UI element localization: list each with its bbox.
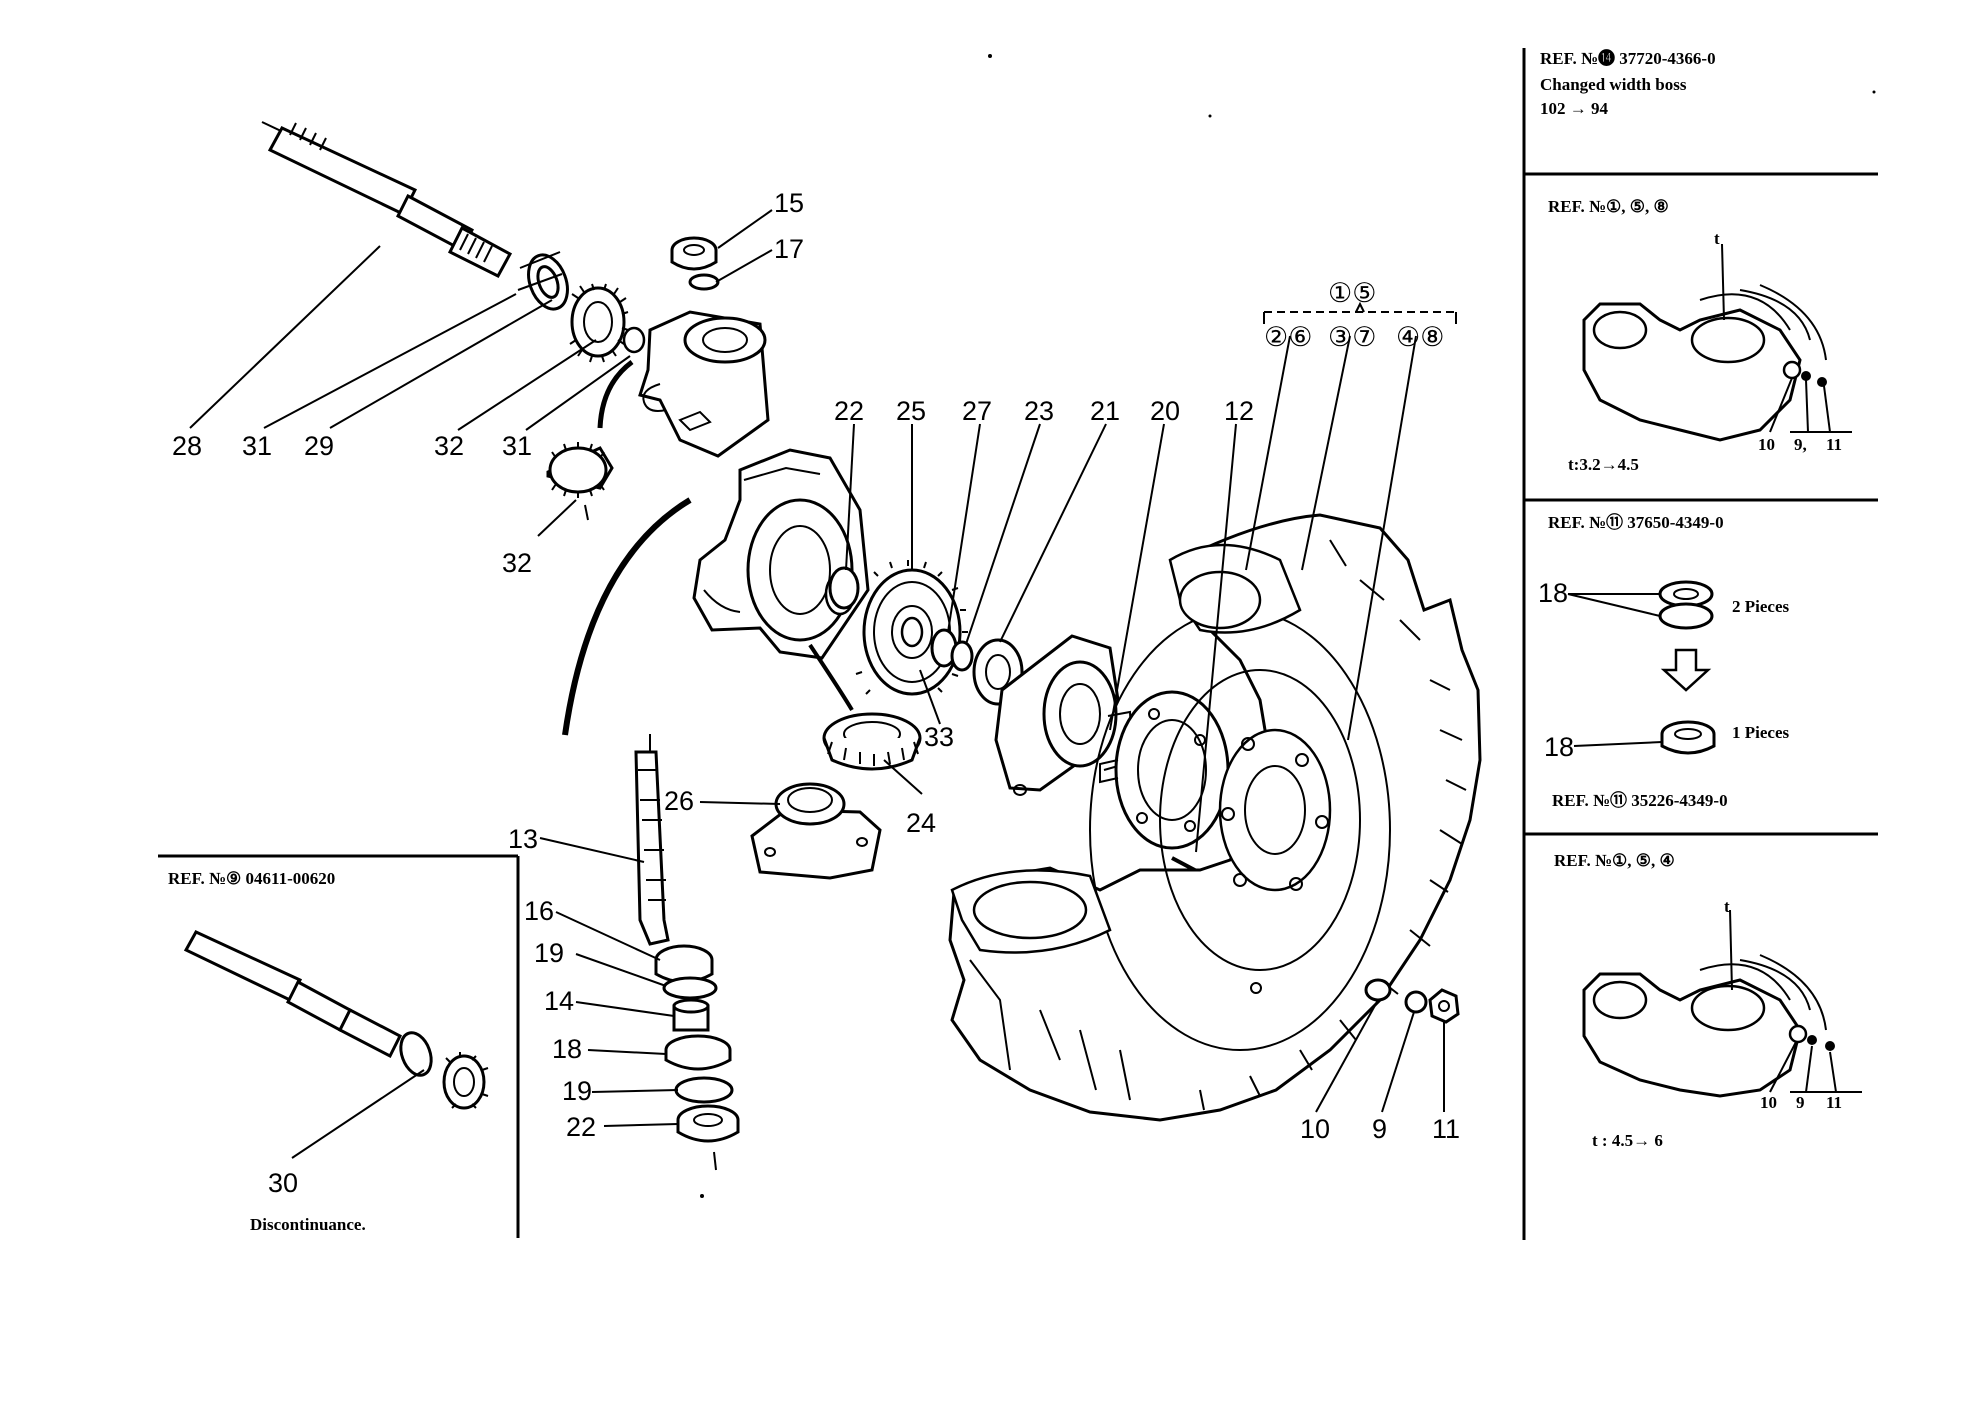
- callout-10: 10: [1300, 1114, 1330, 1144]
- callout-21: 21: [1090, 396, 1120, 426]
- snap-ring-17: [688, 273, 720, 291]
- bearing-22-lower: [676, 1104, 740, 1143]
- panel1-line3: 102 → 94: [1540, 99, 1609, 118]
- callout-14: 14: [544, 986, 574, 1016]
- discontinuance-note: Discontinuance.: [250, 1215, 366, 1234]
- callout-9: 9: [1372, 1114, 1387, 1144]
- panel2-ref: REF. №①, ⑤, ⑧: [1548, 197, 1669, 216]
- panel-thickness-a: REF. №①, ⑤, ⑧ t 10 9, 11 t:3.2→4.5: [1548, 197, 1852, 474]
- callout-28: 28: [172, 431, 202, 461]
- callout-24: 24: [906, 808, 936, 838]
- panel4-ref: REF. №①, ⑤, ④: [1554, 851, 1675, 870]
- callout-13: 13: [508, 824, 538, 854]
- seal-18: [664, 1034, 732, 1071]
- final-case: [692, 448, 870, 660]
- washer-9: [1404, 990, 1428, 1014]
- callout-32: 32: [434, 431, 464, 461]
- down-arrow-icon: [1660, 648, 1712, 692]
- panel2-label-9: 9,: [1794, 435, 1807, 454]
- upper-bevel-pinion: [569, 283, 646, 363]
- callout-29: 29: [304, 431, 334, 461]
- right-panels: [1522, 48, 1878, 1240]
- callout-22: 22: [566, 1112, 596, 1142]
- bearing-16: [654, 944, 714, 984]
- panel-thickness-b: REF. №①, ⑤, ④ t 10 9 11 t : 4.5→ 6: [1554, 851, 1862, 1150]
- callout-numbers: 28 31 29 32 31 32 15 17 22 25 27 23 21 2…: [172, 188, 1460, 1144]
- lower-bevel-pinion: [546, 442, 614, 521]
- callout-25: 25: [896, 396, 926, 426]
- callout-30: 30: [268, 1168, 298, 1198]
- snap-ring-19a: [662, 976, 718, 1000]
- panel4-spec: t : 4.5→ 6: [1592, 1131, 1663, 1150]
- panel3-qty-a: 2 Pieces: [1732, 597, 1789, 616]
- panel3-ref: REF. №⑪ 37650-4349-0: [1548, 512, 1724, 532]
- callout-20: 20: [1150, 396, 1180, 426]
- panel2-label-11: 11: [1826, 435, 1842, 454]
- panel-boss-width: REF. №⓮ 37720-4366-0 Changed width boss …: [1540, 48, 1716, 118]
- callout-32: 32: [502, 548, 532, 578]
- snap-ring-19b: [674, 1076, 734, 1104]
- upper-axle-shaft: [261, 121, 569, 311]
- callout-19: 19: [534, 938, 564, 968]
- callout-11: 11: [1432, 1114, 1460, 1144]
- callout-18: 18: [552, 1034, 582, 1064]
- final-gear-25: [855, 560, 968, 696]
- callout-17: 17: [774, 234, 804, 264]
- leader-lines: [189, 209, 1445, 1127]
- callout-31: 31: [242, 431, 272, 461]
- callout-22: 22: [834, 396, 864, 426]
- wheel-group-set-3: ④⑧: [1396, 322, 1444, 352]
- upper-gear-case: [638, 310, 770, 458]
- panel2-t: t: [1714, 229, 1720, 248]
- panel4-label-11: 11: [1826, 1093, 1842, 1112]
- wheel-hub: [994, 634, 1134, 796]
- callout-33: 33: [924, 722, 954, 752]
- panel2-label-10: 10: [1758, 435, 1775, 454]
- callout-12: 12: [1224, 396, 1254, 426]
- wheel-group-bracket: [1263, 301, 1457, 324]
- callout-26: 26: [664, 786, 694, 816]
- panel4-t: t: [1724, 897, 1730, 916]
- inset-ref: REF. №⑨ 04611-00620: [168, 869, 335, 888]
- panel3-callout-18b: 18: [1544, 732, 1574, 762]
- callout-19: 19: [562, 1076, 592, 1106]
- panel4-label-9: 9: [1796, 1093, 1805, 1112]
- wheel-group-top: ①⑤: [1328, 278, 1376, 308]
- nut-11: [1428, 988, 1460, 1024]
- bevel-gear-24: [822, 712, 922, 771]
- tiller-wheel: [948, 513, 1482, 1122]
- callout-15: 15: [774, 188, 804, 218]
- inset-discontinued: REF. №⑨ 04611-00620 30 Discontinuance.: [158, 854, 520, 1238]
- panel1-ref: REF. №⓮ 37720-4366-0: [1540, 48, 1716, 68]
- panel3-callout-18a: 18: [1538, 578, 1568, 608]
- panel1-line2: Changed width boss: [1540, 75, 1687, 94]
- bolt-10: [1364, 978, 1392, 1002]
- panel-seal-change: REF. №⑪ 37650-4349-0 18 2 Pieces 18 1 Pi…: [1538, 512, 1789, 810]
- panel3-ref-b: REF. №⑪ 35226-4349-0: [1552, 790, 1728, 810]
- bearing-22-upper: [828, 566, 860, 610]
- panel3-qty-b: 1 Pieces: [1732, 723, 1789, 742]
- wheel-group-set-1: ②⑥: [1264, 322, 1312, 352]
- callout-31: 31: [502, 431, 532, 461]
- bearing-holder-26: [750, 782, 882, 880]
- collar-14: [672, 998, 710, 1032]
- shaft-13: [634, 734, 670, 946]
- callout-23: 23: [1024, 396, 1054, 426]
- panel2-spec: t:3.2→4.5: [1568, 455, 1639, 474]
- oil-seal-15: [670, 236, 718, 271]
- callout-27: 27: [962, 396, 992, 426]
- wheel-group-set-2: ③⑦: [1328, 322, 1376, 352]
- callout-16: 16: [524, 896, 554, 926]
- panel4-label-10: 10: [1760, 1093, 1777, 1112]
- collar-23: [950, 640, 974, 672]
